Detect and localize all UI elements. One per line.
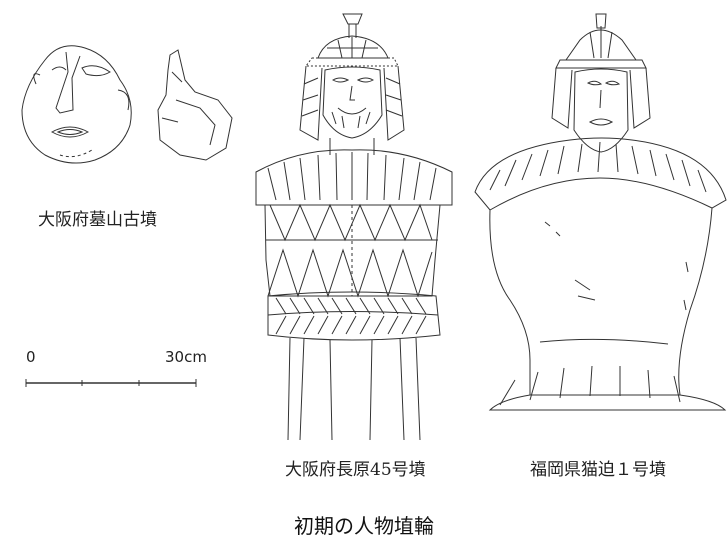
figure-title: 初期の人物埴輪 [294,514,434,538]
caption-nagahara-tomb: 大阪府長原45号墳 [285,460,426,480]
scale-end-label: 30cm [165,348,207,366]
mask-side-drawing [157,49,233,161]
mask-front-drawing [21,45,132,164]
scale-bar [25,379,197,387]
scale-start-label: 0 [26,348,36,366]
caption-bokuyama-tomb: 大阪府墓山古墳 [38,210,157,230]
helmet-figure-drawing [474,13,727,411]
caption-nekozako-tomb: 福岡県猫迫１号墳 [530,460,666,480]
warrior-figure-drawing [255,13,453,441]
